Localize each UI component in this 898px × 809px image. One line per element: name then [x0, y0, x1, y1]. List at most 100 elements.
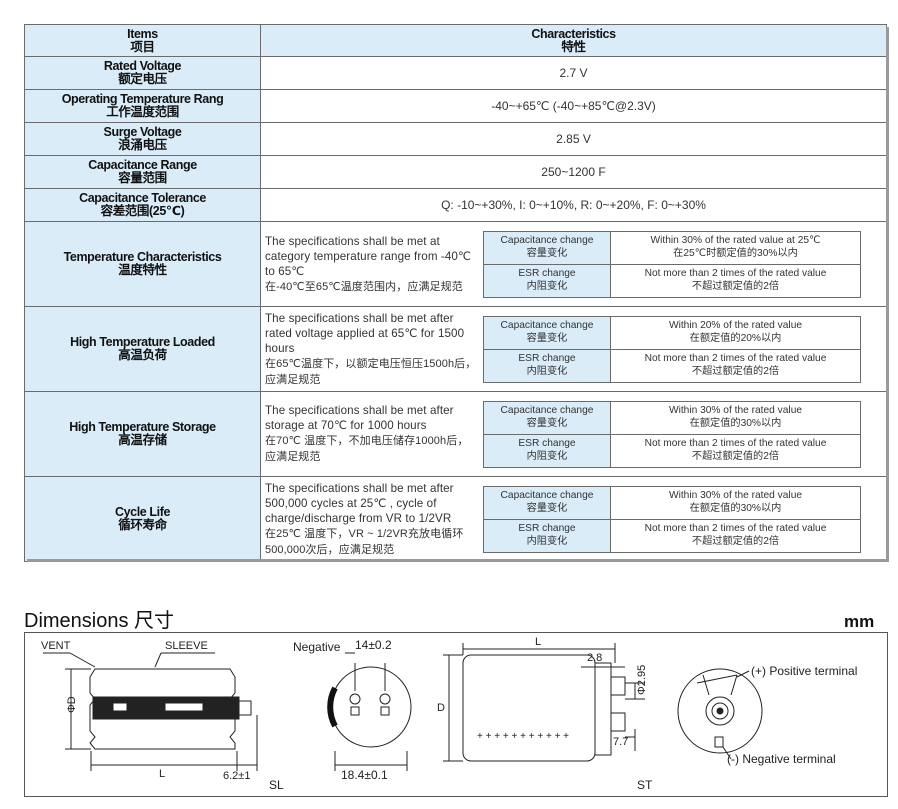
- row-label-zh: 循环寿命: [118, 518, 167, 532]
- length-st-label: L: [535, 636, 541, 648]
- top-view-sl: [327, 652, 412, 771]
- unit-label: mm: [844, 612, 875, 631]
- row-value: 250~1200 F: [260, 155, 887, 189]
- row-label-en: Operating Temperature Rang: [61, 92, 224, 106]
- condition-en: The specifications shall be met at categ…: [265, 234, 472, 278]
- row-value: 2.85 V: [260, 122, 887, 156]
- cap-value-zh: 在额定值的30%以内: [689, 417, 782, 429]
- items-header-zh: 项目: [130, 39, 155, 54]
- row-label-en: Surge Voltage: [103, 125, 182, 139]
- condition-text: The specifications shall be met after st…: [261, 403, 485, 465]
- char-header-en: Characteristics: [531, 26, 616, 41]
- row-label-en: Temperature Characteristics: [63, 250, 222, 264]
- row-value: Q: -10~+30%, I: 0~+10%, R: 0~+20%, F: 0~…: [260, 188, 887, 222]
- esr-value-en: Not more than 2 times of the rated value: [644, 523, 827, 534]
- condition-text: The specifications shall be met after 50…: [261, 481, 485, 558]
- plus-marks: + + + + + + + + + + +: [477, 731, 569, 742]
- row-detail: The specifications shall be met after 50…: [260, 476, 887, 562]
- svg-text:+ + + + + + + + + + +: + + + + + + + + + + +: [477, 731, 569, 742]
- row-value: 2.7 V: [260, 56, 887, 90]
- row-label-zh: 温度特性: [118, 263, 167, 277]
- condition-text: The specifications shall be met at categ…: [261, 234, 485, 295]
- esr-label-zh: 内阻变化: [526, 450, 568, 462]
- esr-value-en: Not more than 2 times of the rated value: [644, 438, 827, 449]
- negative-label: Negative: [293, 640, 341, 654]
- cap-value-en: Within 20% of the rated value: [668, 320, 803, 331]
- cap-value-en: Within 30% of the rated value: [668, 405, 803, 416]
- esr-value-zh: 不超过额定值的2倍: [691, 365, 780, 377]
- dimensions-frame: VENT SLEEVE ΦD L 6.2±1 SL Negative 14±0.…: [24, 632, 888, 797]
- char-header-zh: 特性: [561, 39, 586, 54]
- condition-en: The specifications shall be met after st…: [265, 404, 454, 432]
- esr-value-zh: 不超过额定值的2倍: [691, 450, 780, 462]
- cap-label-zh: 容量变化: [526, 247, 568, 259]
- row-value: -40~+65℃ (-40~+85℃@2.3V): [260, 89, 887, 123]
- dim-6-2-label: 6.2±1: [223, 770, 250, 782]
- row-detail: The specifications shall be met after ra…: [260, 306, 887, 392]
- esr-value-en: Not more than 2 times of the rated value: [644, 268, 827, 279]
- esr-value: Not more than 2 times of the rated value…: [610, 348, 861, 383]
- row-detail: The specifications shall be met after st…: [260, 391, 887, 477]
- esr-label-en: ESR change: [518, 438, 576, 449]
- dim-18-label: 18.4±0.1: [341, 768, 388, 782]
- row-label-zh: 高温负荷: [118, 348, 167, 362]
- row-label-zh: 容量范围: [118, 171, 167, 185]
- sl-label: SL: [269, 778, 284, 792]
- spec-table: Items 项目 Characteristics 特性 Rated Voltag…: [24, 24, 887, 562]
- row-label-zh: 额定电压: [118, 72, 167, 86]
- row-label-zh: 容差范围(25℃): [100, 204, 185, 218]
- header-row: Items 项目 Characteristics 特性: [24, 24, 887, 57]
- cap-label-en: Capacitance change: [500, 405, 594, 416]
- table-shadow-right: [886, 27, 889, 562]
- esr-value-zh: 不超过额定值的2倍: [691, 535, 780, 547]
- sleeve-label: SLEEVE: [165, 640, 208, 652]
- positive-terminal-label: (+) Positive terminal: [751, 664, 857, 678]
- items-header: Items 项目: [24, 24, 261, 57]
- dimension-drawings: VENT SLEEVE ΦD L 6.2±1 SL Negative 14±0.…: [41, 636, 857, 792]
- esr-label-en: ESR change: [518, 523, 576, 534]
- negative-terminal-label: (-) Negative terminal: [727, 752, 836, 766]
- row-label-en: Rated Voltage: [103, 59, 182, 73]
- condition-zh: 在70℃ 温度下，不加电压储存1000h后，应满足规范: [265, 435, 469, 463]
- condition-zh: 在25℃ 温度下，VR ~ 1/2VR充放电循环500,000次后，应满足规范: [265, 527, 464, 556]
- esr-label-zh: 内阻变化: [526, 535, 568, 547]
- phiD-label: ΦD: [66, 696, 78, 713]
- cap-label-zh: 容量变化: [526, 332, 568, 344]
- cap-label-zh: 容量变化: [526, 417, 568, 429]
- esr-value: Not more than 2 times of the rated value…: [610, 433, 861, 468]
- esr-label-en: ESR change: [518, 268, 576, 279]
- cap-value-en: Within 30% of the rated value: [668, 490, 803, 501]
- side-view-st: [443, 643, 645, 762]
- length-label: L: [159, 768, 165, 780]
- vent-label: VENT: [41, 640, 71, 652]
- row-label-zh: 工作温度范围: [106, 105, 179, 119]
- condition-zh: 在65℃温度下，以额定电压恒压1500h后，应满足规范: [265, 357, 477, 386]
- esr-value-zh: 不超过额定值的2倍: [691, 280, 780, 292]
- row-label-en: Capacitance Range: [88, 158, 197, 172]
- top-view-st: [677, 668, 763, 760]
- row-detail: The specifications shall be met at categ…: [260, 221, 887, 307]
- cap-value-zh: 在25℃时额定值的30%以内: [673, 247, 798, 259]
- condition-en: The specifications shall be met after 50…: [265, 481, 454, 525]
- cap-label-en: Capacitance change: [500, 490, 594, 501]
